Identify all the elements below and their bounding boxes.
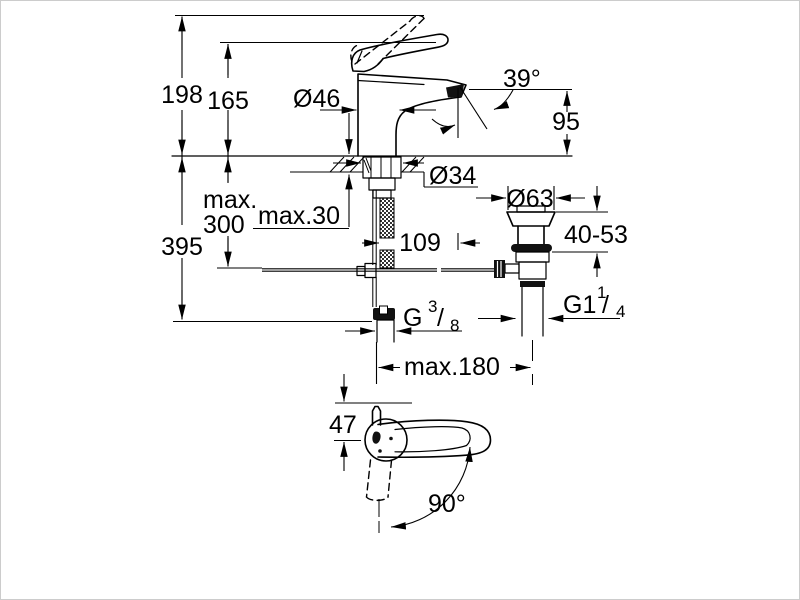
aerator: [446, 84, 464, 98]
spout-swivel-dashed: [365, 459, 393, 502]
label-swivel-angle: 90°: [428, 490, 466, 518]
inlet-thread-slash: /: [437, 304, 444, 332]
label-handle-height: 165: [207, 87, 249, 115]
label-overall-height: 198: [161, 81, 203, 109]
label-body-diameter: Ø46: [293, 85, 340, 113]
inlet-thread-sub: 8: [450, 316, 459, 335]
counter-surface: [171, 155, 573, 173]
body-circle: [364, 418, 408, 462]
supply-hose: [379, 197, 395, 269]
lever-pin: [371, 405, 382, 426]
drain-thread-base: G1: [563, 291, 596, 319]
label-spout-height: 95: [552, 108, 580, 136]
drain-thread-sup: 1: [597, 283, 606, 302]
faucet-top-view: [364, 405, 492, 533]
dim-body-diameter: [320, 106, 436, 154]
dim-drain-flange: [476, 186, 585, 210]
dim-rod-offset: [362, 233, 480, 250]
label-rod-offset: 109: [399, 229, 441, 257]
drain-thread-sub: 4: [616, 302, 625, 321]
label-spray-angle: 39°: [503, 65, 541, 93]
label-rod-distance: max.180: [404, 353, 500, 381]
dimension-labels: 198 165 395 max. 300 max.30 Ø46 39° 95 Ø…: [161, 65, 628, 518]
swivel-arc: [390, 446, 473, 530]
o-ring: [511, 244, 552, 252]
dim-handle-width: [334, 374, 412, 471]
reference-lines: [173, 14, 572, 323]
horizontal-rod: [262, 268, 494, 272]
dim-spray-angle: [431, 89, 514, 135]
inlet-thread-base: G: [403, 304, 422, 332]
label-handle-width: 47: [329, 411, 357, 439]
supply-tube-g38: [376, 319, 395, 343]
label-hole-diameter: Ø34: [429, 162, 476, 190]
label-hose-max-1: max.: [203, 186, 257, 214]
label-drain-thread: G1 1 / 4: [563, 283, 625, 321]
dim-rod-distance: [375, 342, 531, 384]
drain-valve: [494, 205, 556, 385]
label-drain-flange: Ø63: [506, 185, 553, 213]
label-deck-thickness: max.30: [258, 202, 340, 230]
mounting-shank: [362, 156, 402, 199]
drain-thread-slash: /: [602, 291, 609, 319]
handle-side: [350, 33, 449, 73]
dim-deck-range: [552, 186, 608, 277]
label-inlet-thread: G 3 / 8: [403, 297, 459, 335]
dim-hole-diameter: [333, 159, 478, 188]
water-stream-line: [459, 86, 488, 130]
label-depth-below: 395: [161, 233, 203, 261]
knurled-knob: [494, 260, 505, 278]
dim-deck-thickness: [253, 174, 353, 230]
inlet-thread-sup: 3: [428, 297, 437, 316]
pop-up-rod: [262, 190, 494, 320]
label-deck-range: 40-53: [564, 221, 628, 249]
faucet-side-view: [350, 15, 488, 157]
label-hose-max-2: 300: [203, 211, 245, 239]
drain-tailpipe: [521, 286, 544, 337]
